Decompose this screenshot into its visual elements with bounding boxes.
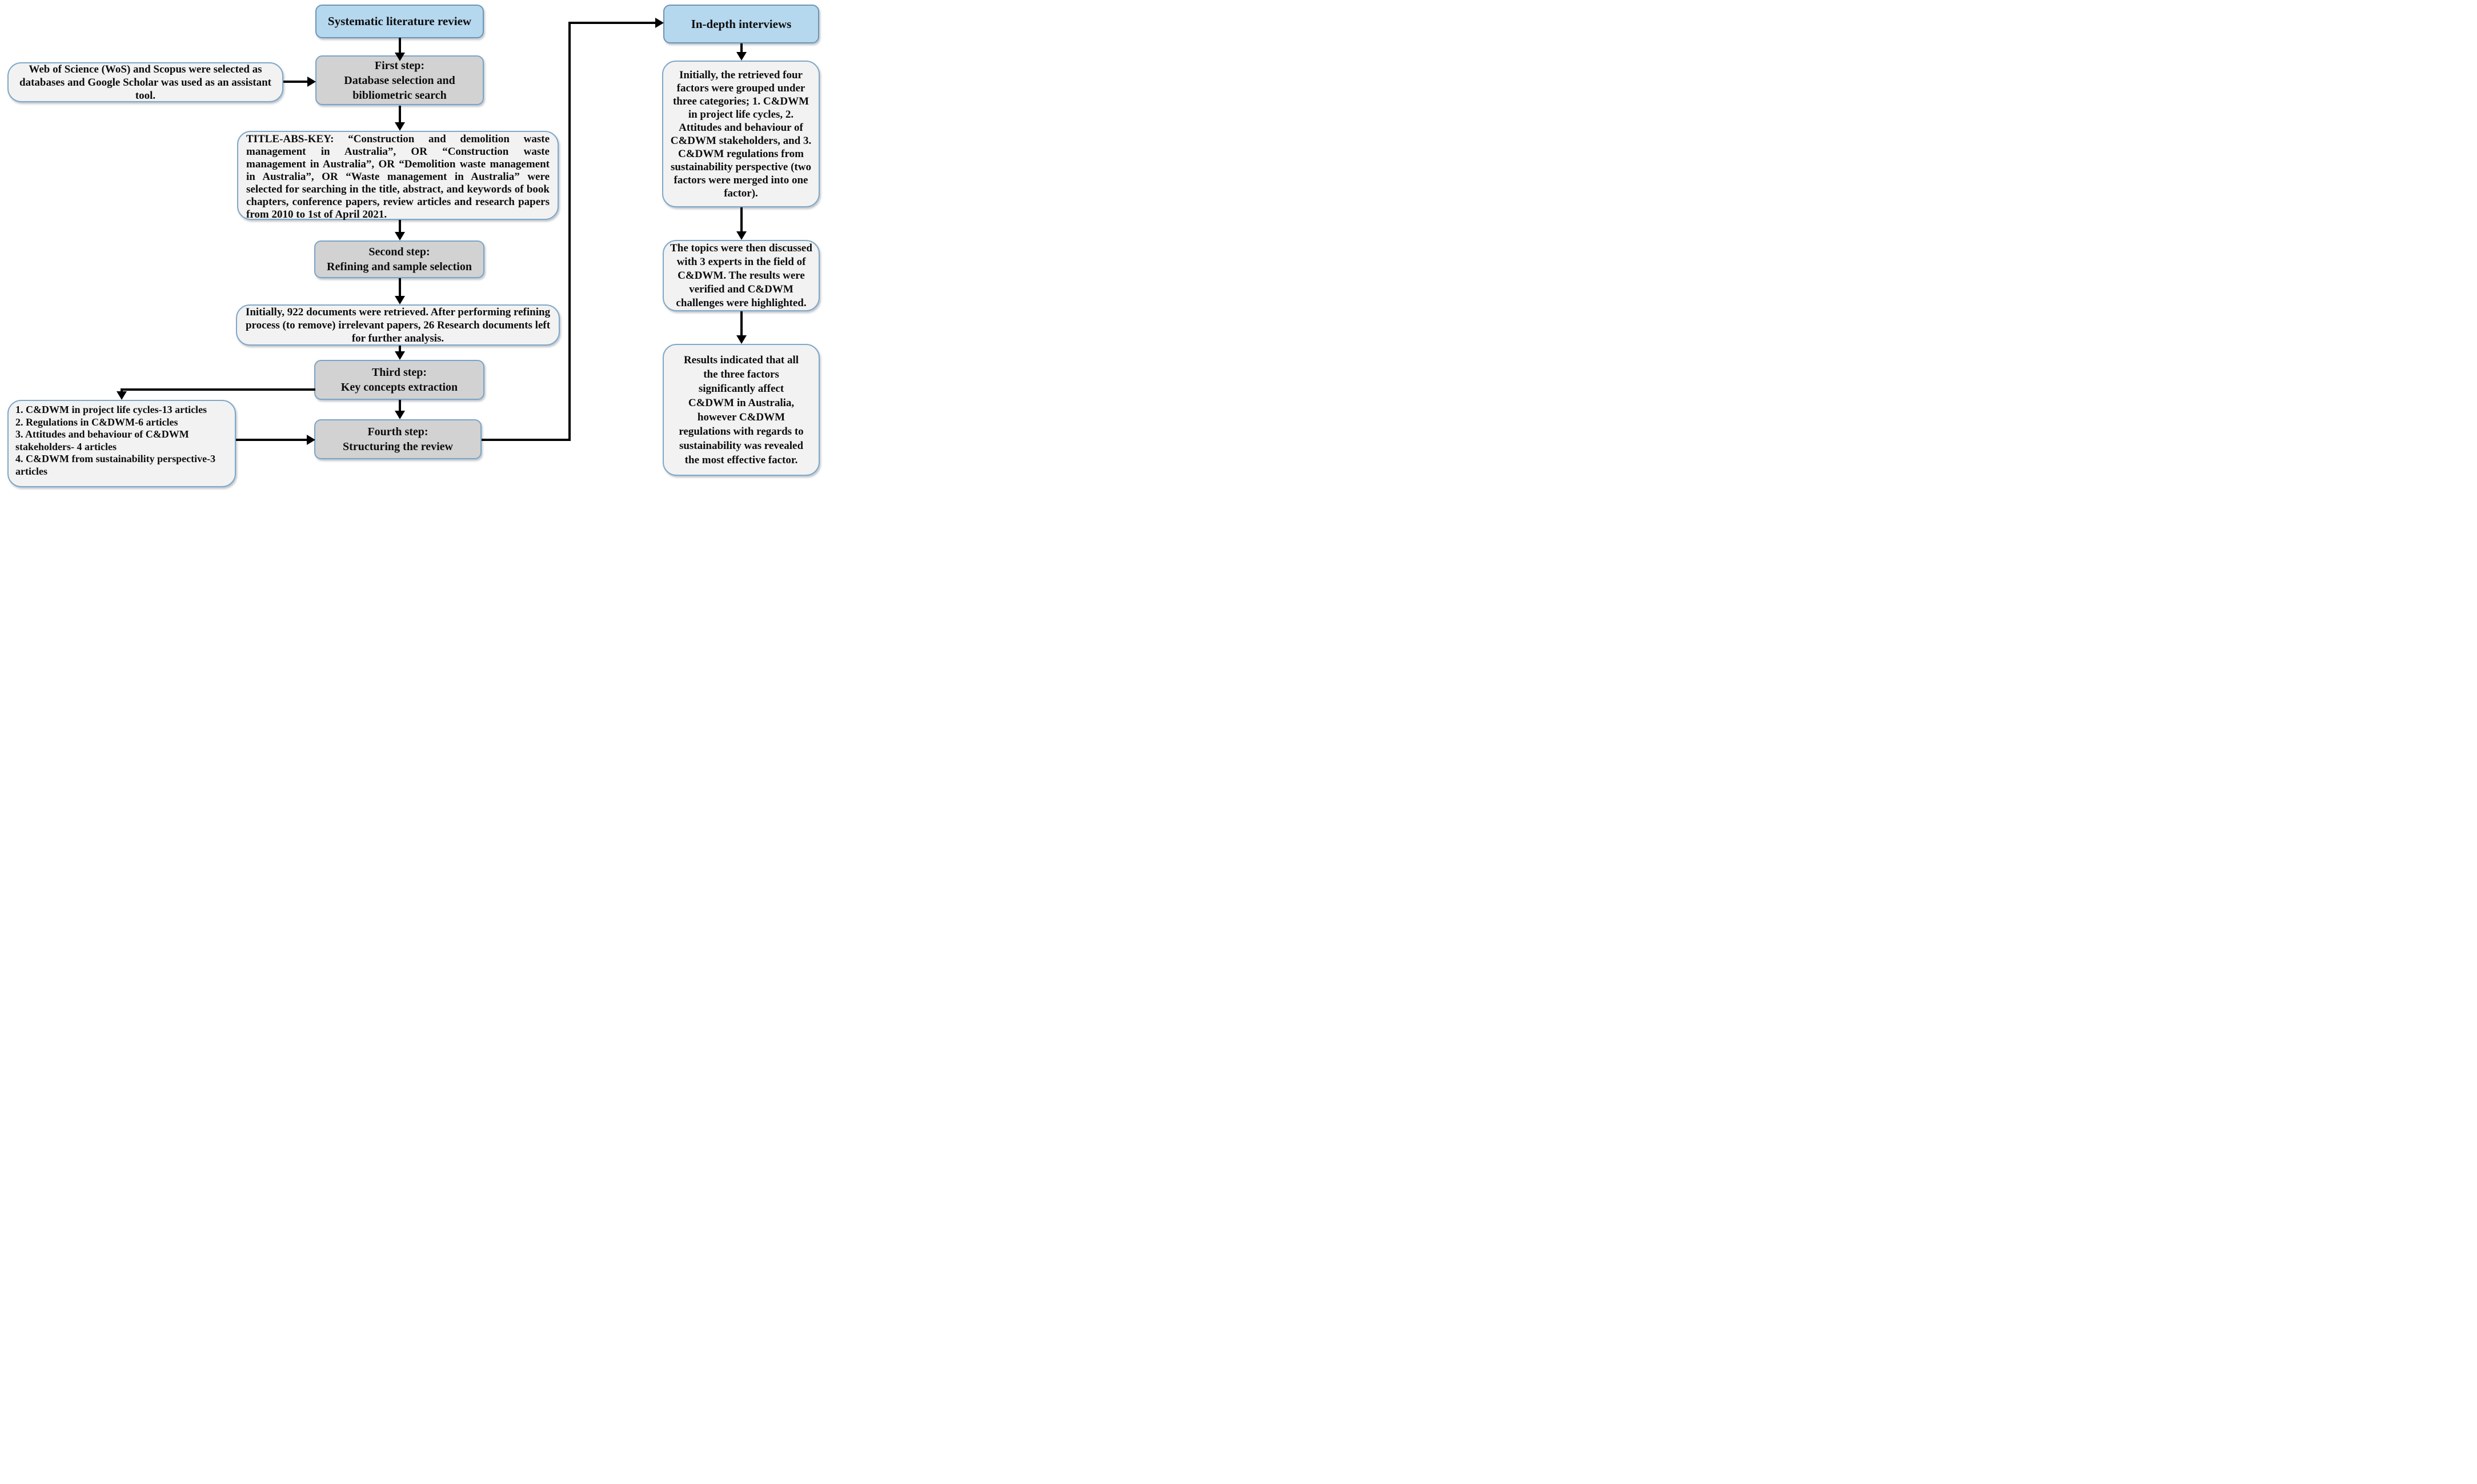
retrieved-documents-text: Initially, 922 documents were retrieved.… [245, 306, 551, 344]
category-item-4: 4. C&DWM from sustainability perspective… [15, 453, 216, 477]
results-box: Results indicated that all the three fac… [663, 344, 820, 476]
systematic-literature-review-box: Systematic literature review [315, 5, 484, 38]
first-step-box: First step: Database selection and bibli… [315, 55, 484, 105]
connector-step4-to-interviews-hshaft-bottom [482, 439, 571, 441]
fourth-step-title: Fourth step: [367, 426, 428, 438]
connector-step2-to-retrieved-shaft [399, 278, 401, 296]
factors-grouping-text: Initially, the retrieved four factors we… [670, 69, 812, 199]
category-item-2: 2. Regulations in C&DWM-6 articles [15, 416, 178, 428]
connector-experts-to-results-shaft [740, 311, 743, 336]
connector-keywords-to-step2-arrowhead [395, 232, 405, 240]
first-step-subtitle: Database selection and bibliometric sear… [344, 74, 455, 102]
search-keywords-box: TITLE-ABS-KEY: “Construction and demolit… [237, 131, 559, 220]
connector-step3-to-categories-arrowhead [117, 391, 127, 400]
third-step-box: Third step: Key concepts extraction [314, 360, 484, 400]
connector-step3-to-step4-shaft [399, 400, 401, 411]
category-item-1: 1. C&DWM in project life cycles-13 artic… [15, 404, 207, 415]
fourth-step-box: Fourth step: Structuring the review [314, 419, 482, 459]
connector-step4-to-interviews-vshaft [568, 22, 571, 441]
connector-wos-to-step1-arrowhead [307, 77, 316, 87]
second-step-title: Second step: [368, 246, 430, 258]
connector-slr-to-step1-shaft [399, 38, 401, 53]
category-item-3: 3. Attitudes and behaviour of C&DWM stak… [15, 428, 189, 452]
flowchart-canvas: Systematic literature review Web of Scie… [0, 0, 826, 495]
databases-note-box: Web of Science (WoS) and Scopus were sel… [7, 62, 283, 102]
connector-step3-to-step4-arrowhead [395, 411, 405, 419]
connector-keywords-to-step2-shaft [399, 220, 401, 232]
second-step-box: Second step: Refining and sample selecti… [314, 240, 484, 278]
connector-step4-to-interviews-arrowhead [655, 18, 664, 28]
third-step-subtitle: Key concepts extraction [340, 381, 458, 394]
connector-step1-to-keywords-arrowhead [395, 122, 405, 131]
experts-discussion-text: The topics were then discussed with 3 ex… [670, 242, 812, 309]
connector-grouping-to-experts-shaft [740, 207, 743, 232]
connector-step3-to-categories-vshaft [121, 388, 123, 393]
systematic-literature-review-label: Systematic literature review [327, 14, 472, 28]
connector-interviews-to-grouping-arrowhead [736, 52, 747, 61]
results-text: Results indicated that all the three fac… [679, 354, 804, 466]
connector-step4-to-interviews-hshaft-top [568, 22, 656, 24]
connector-categories-to-step4-shaft [236, 439, 307, 441]
second-step-subtitle: Refining and sample selection [327, 260, 472, 273]
connector-categories-to-step4-arrowhead [307, 435, 315, 445]
third-step-title: Third step: [371, 366, 427, 379]
in-depth-interviews-box: In-depth interviews [663, 5, 819, 43]
connector-step3-to-categories-hshaft [121, 388, 315, 391]
search-keywords-text: TITLE-ABS-KEY: “Construction and demolit… [246, 133, 550, 220]
key-concepts-categories-box: 1. C&DWM in project life cycles-13 artic… [7, 400, 236, 487]
factors-grouping-box: Initially, the retrieved four factors we… [662, 61, 820, 207]
connector-step2-to-retrieved-arrowhead [395, 296, 405, 304]
connector-slr-to-step1-arrowhead [395, 53, 405, 61]
connector-retrieved-to-step3-shaft [399, 346, 401, 352]
connector-interviews-to-grouping-shaft [740, 43, 743, 53]
connector-wos-to-step1-shaft [283, 81, 308, 83]
in-depth-interviews-label: In-depth interviews [691, 17, 792, 31]
connector-retrieved-to-step3-arrowhead [395, 351, 405, 360]
databases-note-text: Web of Science (WoS) and Scopus were sel… [19, 63, 271, 102]
fourth-step-subtitle: Structuring the review [343, 440, 453, 453]
connector-experts-to-results-arrowhead [736, 335, 747, 344]
connector-grouping-to-experts-arrowhead [736, 231, 747, 240]
connector-step1-to-keywords-shaft [399, 106, 401, 123]
experts-discussion-box: The topics were then discussed with 3 ex… [663, 240, 820, 311]
first-step-title: First step: [374, 59, 425, 72]
retrieved-documents-box: Initially, 922 documents were retrieved.… [236, 304, 560, 346]
